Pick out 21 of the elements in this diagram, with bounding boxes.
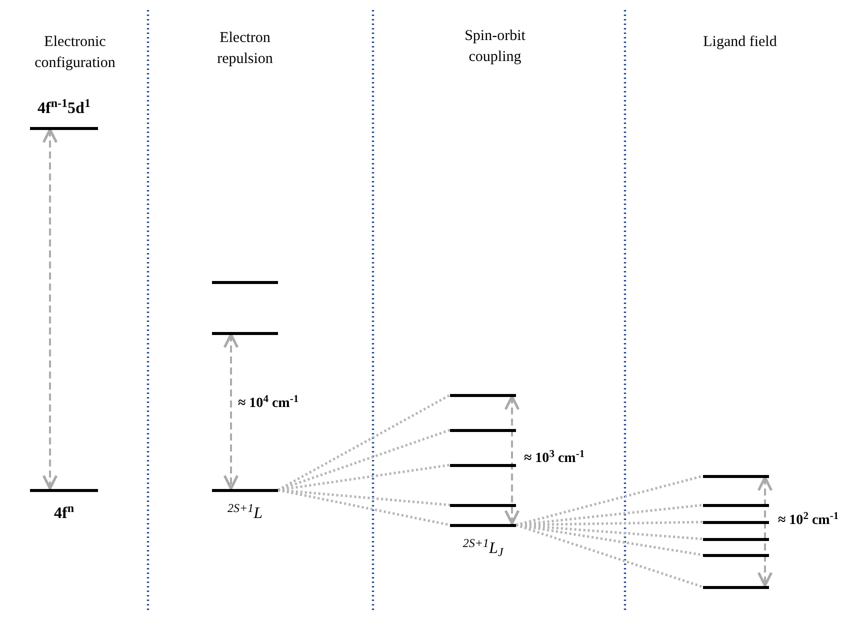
dashed-double-arrow [504, 395, 520, 525]
level-label: $^{2S+1}$L$_{J}$ [462, 538, 504, 558]
level-label: 4f$^{n}$ [54, 504, 74, 524]
column-heading: Electronic configuration [34, 33, 116, 73]
column-heading: Ligand field [702, 33, 778, 52]
dotted-connector [516, 524, 704, 588]
energy-gap-label: ≈ 10$^{2}$ cm$^{-1}$ [778, 512, 840, 530]
energy-gap-label: ≈ 10$^{4}$ cm$^{-1}$ [238, 395, 300, 413]
level-label: 4f$^{n-1}$5d$^{1}$ [38, 98, 90, 118]
dashed-double-arrow [223, 333, 239, 490]
level-label: $^{2S+1}$L [227, 504, 262, 524]
dotted-connector [516, 524, 704, 556]
dotted-connector [278, 428, 450, 492]
dotted-connector [277, 394, 451, 492]
column-heading: Electron repulsion [216, 29, 274, 69]
column-heading: Spin-orbit coupling [464, 27, 526, 67]
dotted-connector [278, 464, 450, 492]
dashed-double-arrow [757, 476, 773, 587]
dotted-connector [278, 488, 450, 526]
energy-gap-label: ≈ 10$^{3}$ cm$^{-1}$ [524, 450, 586, 468]
dashed-double-arrow [42, 128, 58, 490]
